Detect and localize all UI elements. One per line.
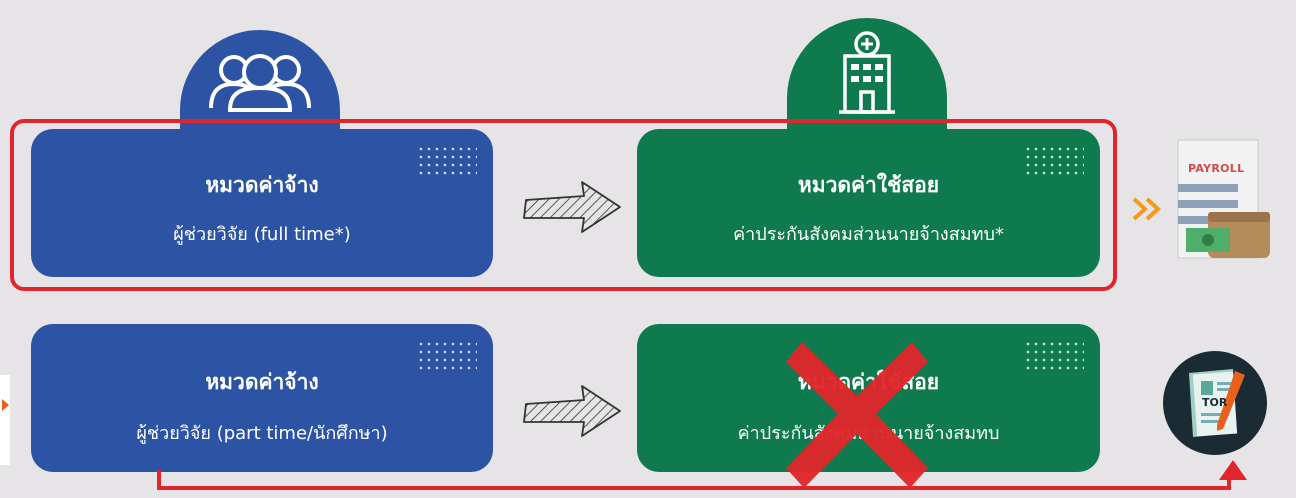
card-subtitle: ผู้ช่วยวิจัย (full time*) — [173, 224, 351, 245]
arrow-up-icon — [1219, 460, 1247, 480]
dot-pattern — [417, 340, 477, 370]
hospital-icon — [839, 31, 895, 114]
card-title: หมวดค่าใช้สอย — [797, 173, 940, 197]
card-title: หมวดค่าจ้าง — [205, 370, 319, 394]
hospital-tab — [787, 18, 947, 138]
payroll-document-wallet-icon: PAYROLL — [1174, 138, 1274, 262]
card-subtitle: ผู้ช่วยวิจัย (part time/นักศึกษา) — [136, 423, 388, 444]
payroll-label: PAYROLL — [1188, 162, 1245, 175]
wage-card-parttime: หมวดค่าจ้าง ผู้ช่วยวิจัย (part time/นักศ… — [31, 324, 493, 472]
hatched-right-arrow-icon — [523, 385, 621, 437]
hatched-right-arrow-icon — [523, 181, 621, 233]
tor-document-icon: TOR — [1163, 351, 1267, 455]
cropped-left-element — [0, 375, 10, 465]
red-x-icon — [786, 342, 928, 488]
card-title: หมวดค่าจ้าง — [205, 173, 319, 197]
dot-pattern — [1024, 145, 1084, 175]
tor-label: TOR — [1202, 396, 1228, 409]
card-subtitle: ค่าประกันสังคมส่วนนายจ้างสมทบ* — [733, 224, 1004, 245]
highlight-frame — [10, 119, 1117, 291]
dot-pattern — [1024, 340, 1084, 370]
people-group-icon — [209, 54, 311, 112]
connector-line — [157, 470, 1231, 490]
expense-card-social-security: หมวดค่าใช้สอย ค่าประกันสังคมส่วนนายจ้างส… — [637, 129, 1100, 277]
dot-pattern — [417, 145, 477, 175]
wage-card-fulltime: หมวดค่าจ้าง ผู้ช่วยวิจัย (full time*) — [31, 129, 493, 277]
double-chevron-right-icon — [1132, 197, 1161, 221]
